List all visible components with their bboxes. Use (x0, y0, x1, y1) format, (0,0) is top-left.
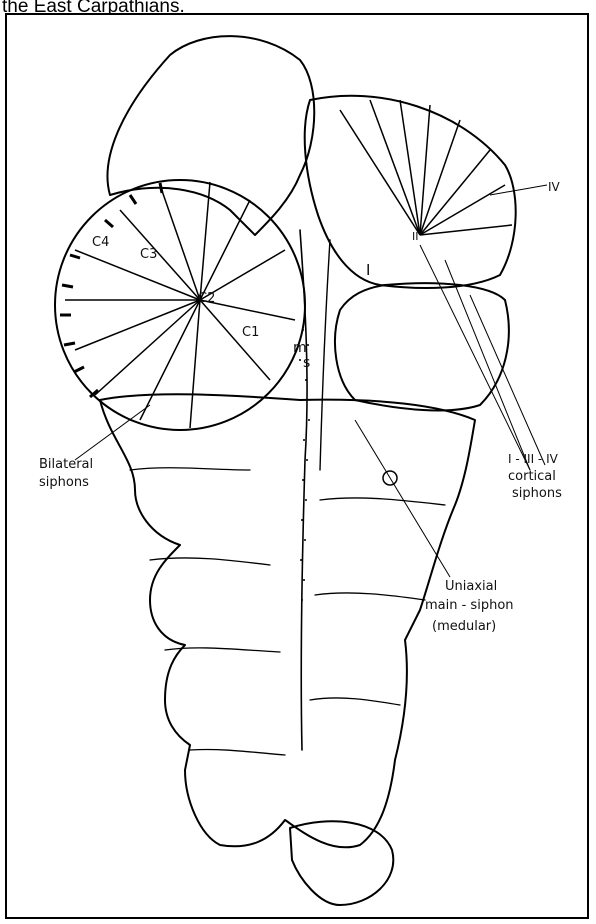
upper-right-lobe (305, 96, 516, 288)
label-uniaxial-3: (medular) (432, 619, 496, 634)
upper-left-lobe (108, 36, 315, 235)
label-cortical-3: siphons (512, 486, 562, 501)
label-cortical-2: cortical (508, 469, 556, 484)
right-middle-lobe (335, 283, 509, 410)
label-bilateral-2: siphons (39, 475, 89, 490)
label-cortical-1: I - III - IV (508, 452, 559, 466)
label-bilateral-1: Bilateral (39, 457, 93, 472)
label-c4: C4 (92, 235, 109, 250)
label-m: m (293, 340, 307, 356)
label-roman-four: IV (548, 180, 561, 194)
bilateral-siphon-rays (65, 182, 295, 428)
label-uniaxial-1: Uniaxial (445, 579, 497, 594)
label-c3: C3 (140, 247, 157, 262)
label-uniaxial-2: main - siphon (425, 598, 514, 613)
bilateral-lobe (55, 180, 305, 430)
cortical-siphon-rays (340, 100, 512, 235)
label-c1: C1 (242, 325, 259, 340)
label-roman-one: I (366, 261, 370, 279)
rim-ticks (60, 183, 162, 397)
central-stem (300, 230, 307, 750)
leader-lines (75, 185, 547, 577)
lower-body (100, 394, 475, 847)
label-roman-two: II (412, 230, 419, 243)
label-s: s (303, 355, 310, 371)
label-c2: C2 (198, 291, 215, 306)
